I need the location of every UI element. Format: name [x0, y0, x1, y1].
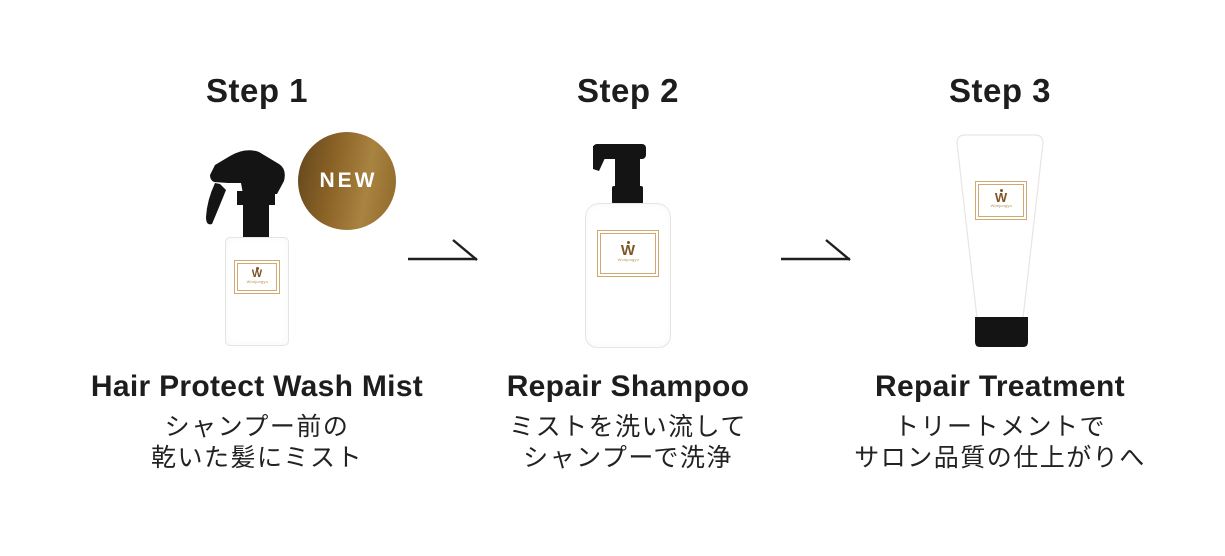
- pump-dispenser-icon: [593, 144, 646, 204]
- step-2-heading: Step 2: [576, 72, 680, 109]
- description-line-2: シャンプーで洗浄: [523, 444, 733, 472]
- product-name-shampoo: Repair Shampoo: [506, 370, 750, 403]
- new-badge-label: NEW: [319, 169, 378, 192]
- description-line-1: ミストを洗い流して: [509, 413, 747, 441]
- mist-bottle-body: W Wonjungyo: [225, 237, 289, 346]
- product-name-treatment: Repair Treatment: [875, 370, 1125, 403]
- product-description-shampoo: ミストを洗い流して シャンプーで洗浄: [438, 412, 818, 474]
- brand-label: W Wonjungyo: [975, 181, 1027, 220]
- logo-dot: [999, 189, 1003, 192]
- arrow-icon: [408, 239, 478, 261]
- brand-label-frame: W Wonjungyo: [978, 184, 1024, 217]
- shampoo-bottle-body: W Wonjungyo: [585, 203, 671, 348]
- brand-logo-w: W: [620, 242, 636, 259]
- new-badge: NEW: [298, 132, 396, 230]
- brand-logo-w: W: [251, 267, 263, 280]
- step-3-heading: Step 3: [948, 72, 1052, 109]
- logo-dot: [626, 241, 630, 244]
- brand-label-frame: W Wonjungyo: [600, 233, 656, 274]
- description-line-2: サロン品質の仕上がりへ: [854, 444, 1146, 472]
- brand-name-text: Wonjungyo: [617, 257, 639, 262]
- description-line-1: トリートメントで: [893, 413, 1106, 441]
- brand-label-frame: W Wonjungyo: [237, 263, 277, 291]
- product-name-mist: Hair Protect Wash Mist: [90, 370, 424, 403]
- step-1-heading: Step 1: [205, 72, 309, 109]
- description-line-1: シャンプー前の: [164, 413, 350, 441]
- logo-dot: [255, 266, 259, 270]
- spray-trigger-icon: [206, 150, 285, 240]
- description-line-2: 乾いた髪にミスト: [150, 444, 363, 472]
- brand-name-text: Wonjungyo: [246, 279, 268, 284]
- brand-logo-w: W: [994, 190, 1008, 205]
- brand-name-text: Wonjungyo: [990, 203, 1012, 208]
- arrow-icon: [781, 239, 851, 261]
- brand-label: W Wonjungyo: [234, 260, 280, 294]
- brand-label: W Wonjungyo: [597, 230, 659, 277]
- product-description-treatment: トリートメントで サロン品質の仕上がりへ: [810, 412, 1190, 474]
- treatment-tube-icon: [956, 134, 1044, 347]
- product-description-mist: シャンプー前の 乾いた髪にミスト: [67, 412, 447, 474]
